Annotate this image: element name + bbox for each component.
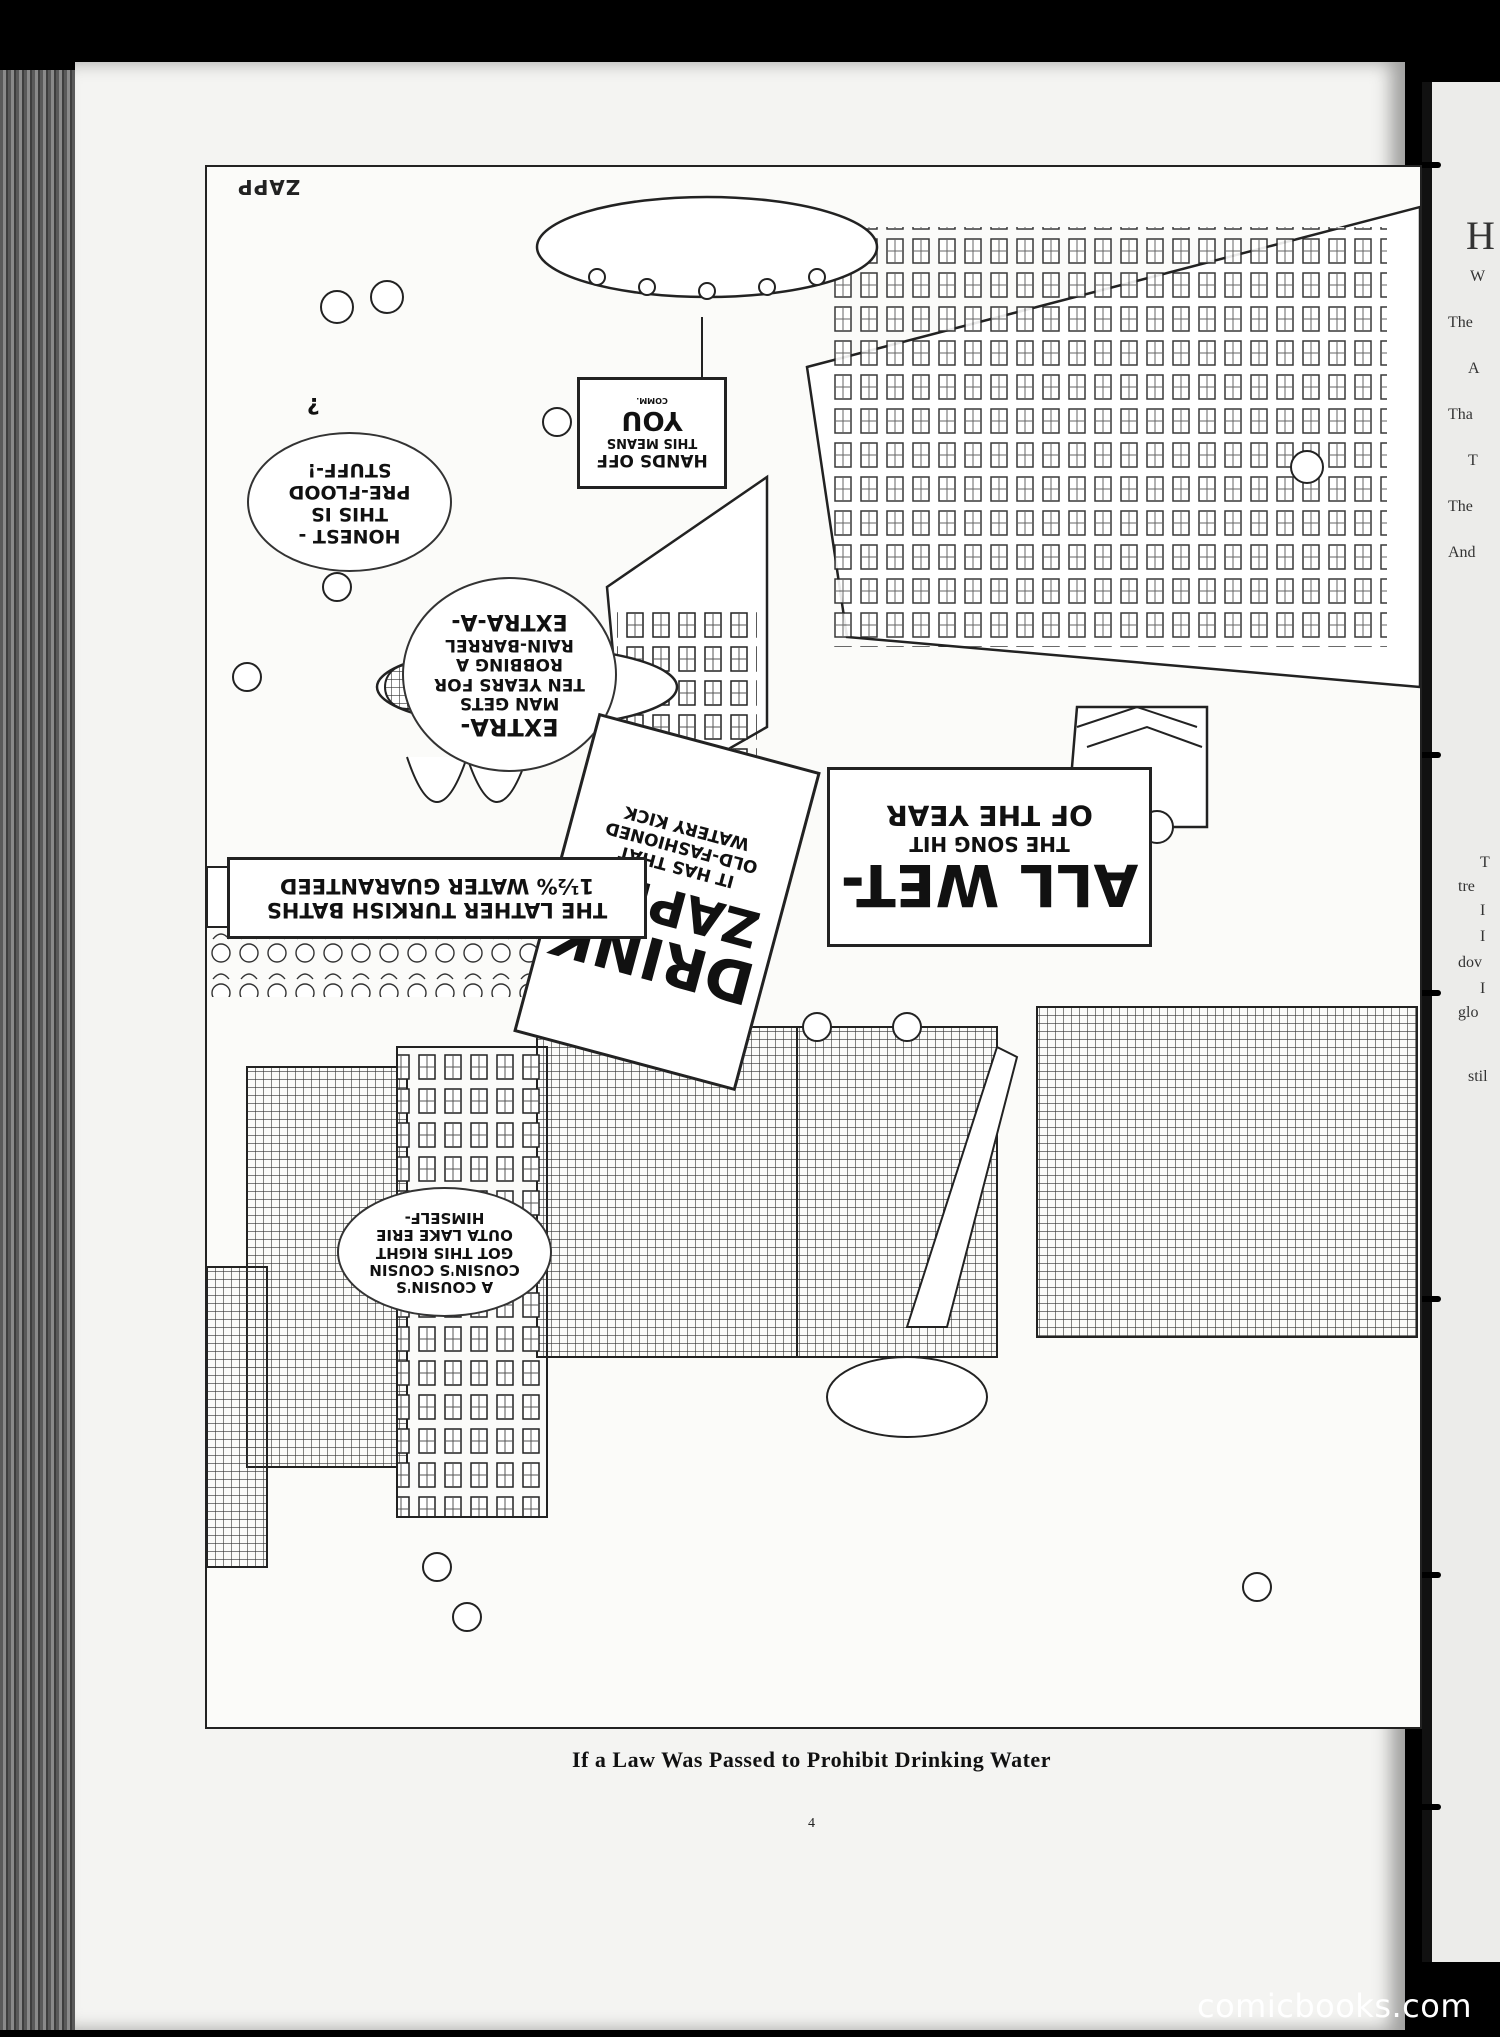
facing-page-fragment: H W The A Tha T The And T tre I I dov I …	[1428, 82, 1500, 1962]
facing-page-letter: tre	[1458, 878, 1475, 895]
facing-page-letter: T	[1468, 452, 1478, 469]
balloon-cousin: A COUSIN'S COUSIN'S COUSIN GOT THIS RIGH…	[337, 1187, 552, 1317]
facing-page-letter: H	[1466, 213, 1495, 258]
balloon-line: ROBBING A	[455, 654, 564, 675]
balloon-line: EXTRA-A-	[451, 609, 568, 635]
balloon-line: TEN YEARS FOR	[434, 673, 585, 694]
facing-page-letter: W	[1470, 268, 1486, 285]
sign-line: YOU	[621, 405, 683, 435]
balloon-line: EXTRA-	[460, 713, 559, 742]
balloon-line: PRE-FLOOD	[288, 481, 411, 503]
facing-page-letter: I	[1480, 928, 1486, 945]
facing-page-letter: stil	[1468, 1068, 1488, 1085]
balloon-line: THIS IS	[311, 502, 388, 525]
balloon-line: A COUSIN'S	[395, 1278, 494, 1297]
sign-hands-off: HANDS OFF THIS MEANS YOU COMM.	[577, 377, 727, 489]
sign-line: THE SONG HIT	[909, 832, 1070, 857]
binding-stitch	[1415, 1296, 1441, 1302]
facing-page-letter: A	[1468, 360, 1480, 377]
balloon-line: RAIN-BARREL	[445, 634, 574, 655]
balloon-line: HIMSELF-	[404, 1209, 485, 1228]
binding-stitch	[1415, 162, 1441, 168]
facing-page-letter: glo	[1458, 1004, 1479, 1021]
sign-line: COMM.	[636, 396, 668, 405]
cartoon-panel: ZAPP HANDS OFF THIS MEANS YOU COMM. HONE…	[205, 165, 1422, 1729]
sign-line: HANDS OFF	[596, 450, 708, 470]
sign-turkish-baths: THE LATHER TURKISH BATHS 1½% WATER GUARA…	[227, 857, 647, 939]
building-lower-right	[796, 1006, 1418, 1438]
balloon-line: STUFF-!	[307, 459, 392, 482]
facing-page-letter: dov	[1458, 954, 1482, 971]
sign-line: THE LATHER TURKISH BATHS	[266, 898, 608, 922]
sign-line: ALL WET-	[840, 851, 1139, 920]
balloon-line: GOT THIS RIGHT	[375, 1243, 514, 1262]
facing-page-letter: Tha	[1448, 406, 1473, 423]
watermark: comicbooks.com	[1196, 1987, 1472, 2025]
balloon-extra: EXTRA- MAN GETS TEN YEARS FOR ROBBING A …	[402, 577, 617, 772]
binding-stitch	[1415, 1804, 1441, 1810]
facing-page-letter: And	[1448, 544, 1476, 561]
skyscraper-right	[805, 205, 1420, 689]
page-number: 4	[808, 1816, 815, 1831]
balloon-line: OUTA LAKE ERIE	[376, 1226, 513, 1245]
facing-page-letter: I	[1480, 980, 1486, 997]
balloon-line: COUSIN'S COUSIN	[369, 1260, 520, 1279]
artist-signature: ZAPP	[237, 175, 301, 199]
balloon-line: MAN GETS	[459, 693, 560, 714]
book-binding	[1422, 82, 1432, 1962]
facing-page-letter: T	[1480, 854, 1490, 871]
cartoon-caption: If a Law Was Passed to Prohibit Drinking…	[572, 1747, 1051, 1772]
cartoon-drawing	[207, 195, 1420, 1632]
facing-page-letter: The	[1448, 314, 1473, 331]
binding-stitch	[1415, 1572, 1441, 1578]
sign-all-wet: ALL WET- THE SONG HIT OF THE YEAR	[827, 767, 1152, 947]
sign-line: 1½% WATER GUARANTEED	[279, 874, 595, 898]
balloon-honest: HONEST - THIS IS PRE-FLOOD STUFF-!	[247, 432, 452, 572]
sign-line: OF THE YEAR	[886, 799, 1093, 833]
binding-stitch	[1415, 752, 1441, 758]
question-mark: ?	[307, 392, 320, 417]
facing-page-letter: The	[1448, 498, 1473, 515]
sign-line: THIS MEANS	[606, 435, 698, 450]
balloon-line: HONEST -	[298, 524, 401, 547]
book-page-edges	[0, 70, 80, 2030]
facing-page-letter: I	[1480, 902, 1486, 919]
binding-stitch	[1415, 990, 1441, 996]
